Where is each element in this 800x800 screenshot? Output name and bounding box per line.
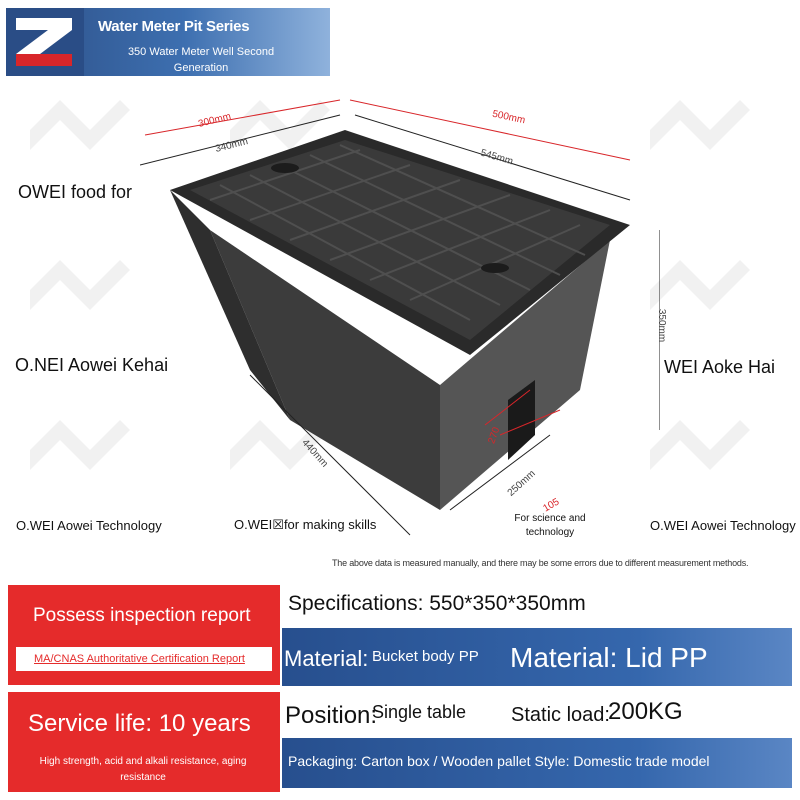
inspection-report-card: Possess inspection report MA/CNAS Author… — [8, 585, 280, 685]
watermark-logo-5 — [650, 260, 750, 310]
watermark-center-glyph: ☒ — [272, 517, 284, 532]
watermark-text-center-bottom: O.WEI☒for making skills — [234, 517, 376, 533]
certification-text: MA/CNAS Authoritative Certification Repo… — [34, 653, 245, 665]
service-life-title: Service life: 10 years — [28, 710, 251, 737]
packaging-text: Packaging: Carton box / Wooden pallet St… — [288, 753, 710, 769]
watermark-logo-2 — [230, 100, 330, 150]
water-meter-pit-illustration — [140, 99, 660, 536]
watermark-logo-6 — [30, 420, 130, 470]
pit-body-side — [440, 240, 610, 510]
banner-subtitle: 350 Water Meter Well Second Generation — [127, 46, 275, 74]
red-dimension-lines — [144, 99, 631, 436]
static-load-label: Static load: — [511, 704, 610, 726]
watermark-logo-1 — [30, 100, 130, 150]
watermark-center-brand: O.WEI — [234, 517, 273, 532]
pit-body-left — [170, 190, 290, 420]
service-life-card: Service life: 10 years High strength, ac… — [8, 692, 280, 792]
measurement-note: The above data is measured manually, and… — [332, 558, 749, 568]
watermark-center-suffix: for making skills — [283, 517, 377, 532]
material-lid: Material: Lid PP — [510, 642, 708, 673]
specifications-text: Specifications: 550*350*350mm — [288, 592, 586, 615]
watermark-text-small-center: For science and technology — [514, 513, 586, 538]
watermark-text-right-bottom: O.WEI Aowei Technology — [650, 518, 796, 533]
pit-pipe-opening — [508, 380, 535, 460]
packaging-row: Packaging: Carton box / Wooden pallet St… — [282, 738, 792, 788]
black-dimension-lines — [140, 114, 660, 536]
pit-body-front — [210, 230, 440, 510]
watermark-text-right-mid: WEI Aoke Hai — [664, 357, 776, 377]
banner-title: Water Meter Pit Series — [98, 18, 250, 35]
watermark-logo-8 — [650, 420, 750, 470]
position-value: Single table — [372, 702, 467, 722]
watermark-text-left-mid: O.NEI Aowei Kehai — [15, 355, 169, 375]
lid-diamond-pattern — [209, 144, 586, 321]
material-row: Material: Bucket body PP Material: Lid P… — [282, 628, 792, 686]
pit-lid-top — [190, 140, 610, 340]
lid-handle-hole-left — [271, 163, 299, 173]
certification-strip — [16, 647, 272, 671]
watermark-logo-7 — [230, 420, 330, 470]
watermark-text-left-bottom: O.WEI Aowei Technology — [16, 518, 162, 533]
static-load-value: 200KG — [608, 698, 683, 725]
brand-logo-icon — [16, 18, 72, 66]
header-banner: Water Meter Pit Series 350 Water Meter W… — [6, 8, 330, 76]
dimension-350mm: 350mm — [656, 308, 668, 343]
watermark-logo-3 — [650, 100, 750, 150]
position-label: Position: — [285, 702, 378, 729]
lid-handle-hole-right — [481, 263, 509, 273]
watermark-text-left-top: OWEI food for — [18, 182, 133, 202]
inspection-report-title: Possess inspection report — [33, 605, 251, 626]
background-watermark-pattern — [30, 100, 750, 470]
material-label: Material: — [284, 646, 369, 671]
watermark-logo-4 — [30, 260, 130, 310]
brand-logo — [6, 8, 84, 76]
material-value: Bucket body PP — [372, 648, 479, 665]
resistance-text: High strength, acid and alkali resistanc… — [39, 756, 247, 783]
